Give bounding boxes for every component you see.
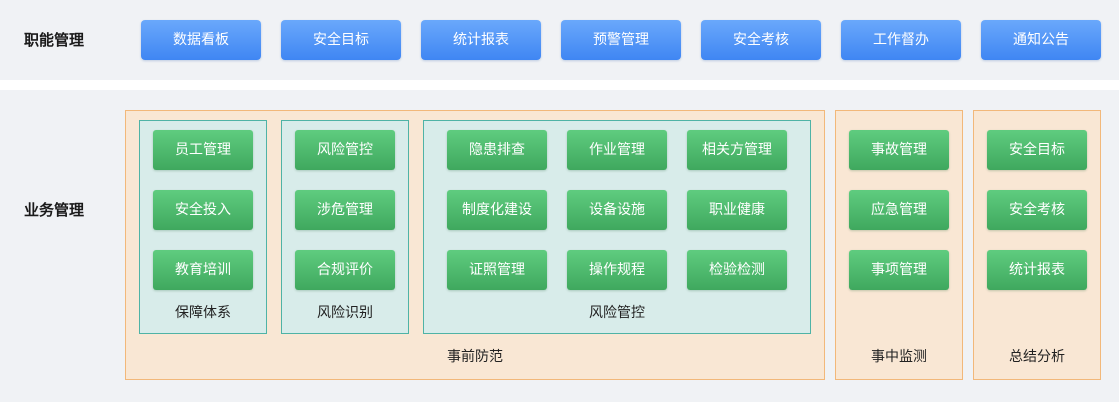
functional-management-label: 职能管理 <box>24 31 85 49</box>
pre-prevention-title: 事前防范 <box>447 349 503 365</box>
work-supervision-button[interactable]: 工作督办 <box>841 20 961 60</box>
summary-analysis-title: 总结分析 <box>1009 349 1065 365</box>
item-management-button[interactable]: 事项管理 <box>849 250 949 290</box>
risk-control-button[interactable]: 风险管控 <box>295 130 395 170</box>
summary-statistics-report-button[interactable]: 统计报表 <box>987 250 1087 290</box>
accident-management-button[interactable]: 事故管理 <box>849 130 949 170</box>
emergency-management-button[interactable]: 应急管理 <box>849 190 949 230</box>
compliance-evaluation-button[interactable]: 合规评价 <box>295 250 395 290</box>
safety-assessment-button[interactable]: 安全考核 <box>701 20 821 60</box>
data-dashboard-button[interactable]: 数据看板 <box>141 20 261 60</box>
risk-control-title: 风险管控 <box>589 305 645 321</box>
hidden-danger-check-button[interactable]: 隐患排查 <box>447 130 547 170</box>
hazard-management-button[interactable]: 涉危管理 <box>295 190 395 230</box>
equipment-facilities-button[interactable]: 设备设施 <box>567 190 667 230</box>
occupational-health-button[interactable]: 职业健康 <box>687 190 787 230</box>
operating-procedures-button[interactable]: 操作规程 <box>567 250 667 290</box>
safety-investment-button[interactable]: 安全投入 <box>153 190 253 230</box>
assurance-system-title: 保障体系 <box>175 305 231 321</box>
summary-safety-goals-button[interactable]: 安全目标 <box>987 130 1087 170</box>
education-training-button[interactable]: 教育培训 <box>153 250 253 290</box>
safety-goals-button[interactable]: 安全目标 <box>281 20 401 60</box>
employee-management-button[interactable]: 员工管理 <box>153 130 253 170</box>
notice-button[interactable]: 通知公告 <box>981 20 1101 60</box>
related-party-management-button[interactable]: 相关方管理 <box>687 130 787 170</box>
institutionalization-button[interactable]: 制度化建设 <box>447 190 547 230</box>
business-management-label: 业务管理 <box>24 201 85 219</box>
warning-management-button[interactable]: 预警管理 <box>561 20 681 60</box>
risk-identification-title: 风险识别 <box>317 305 373 321</box>
operation-management-button[interactable]: 作业管理 <box>567 130 667 170</box>
summary-safety-assessment-button[interactable]: 安全考核 <box>987 190 1087 230</box>
in-process-monitoring-title: 事中监测 <box>871 349 927 365</box>
license-management-button[interactable]: 证照管理 <box>447 250 547 290</box>
statistics-report-button[interactable]: 统计报表 <box>421 20 541 60</box>
inspection-testing-button[interactable]: 检验检测 <box>687 250 787 290</box>
